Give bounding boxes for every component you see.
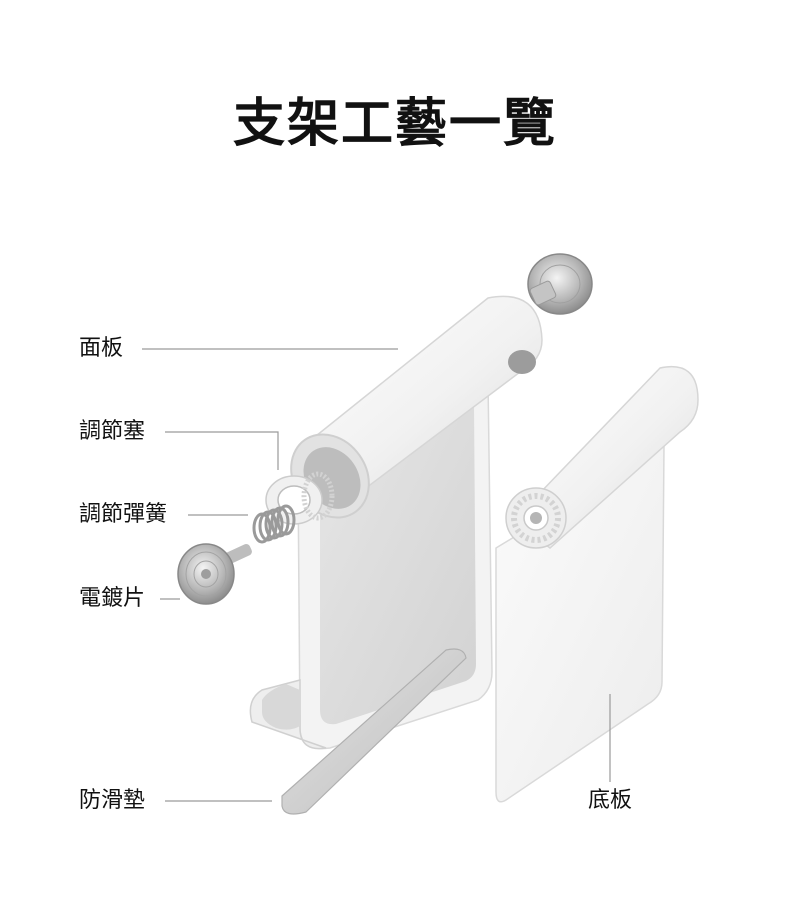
base-plate-part [495,366,699,803]
plated-disc-top-part [527,253,593,315]
leader-adjust-plug [165,431,279,470]
label-plated-disc: 電鍍片 [79,586,146,611]
anti-slip-pad-part [281,648,467,815]
label-adjust-spring: 調節彈簧 [79,502,168,527]
label-anti-slip-pad: 防滑墊 [79,788,146,813]
label-panel: 面板 [79,336,124,361]
adjust-spring-part [252,504,296,544]
label-adjust-plug: 調節塞 [79,419,146,444]
label-base-plate: 底板 [588,788,633,813]
leader-lines [142,348,611,802]
plated-disc-part [177,543,252,605]
page-title: 支架工藝一覽 [232,94,557,154]
